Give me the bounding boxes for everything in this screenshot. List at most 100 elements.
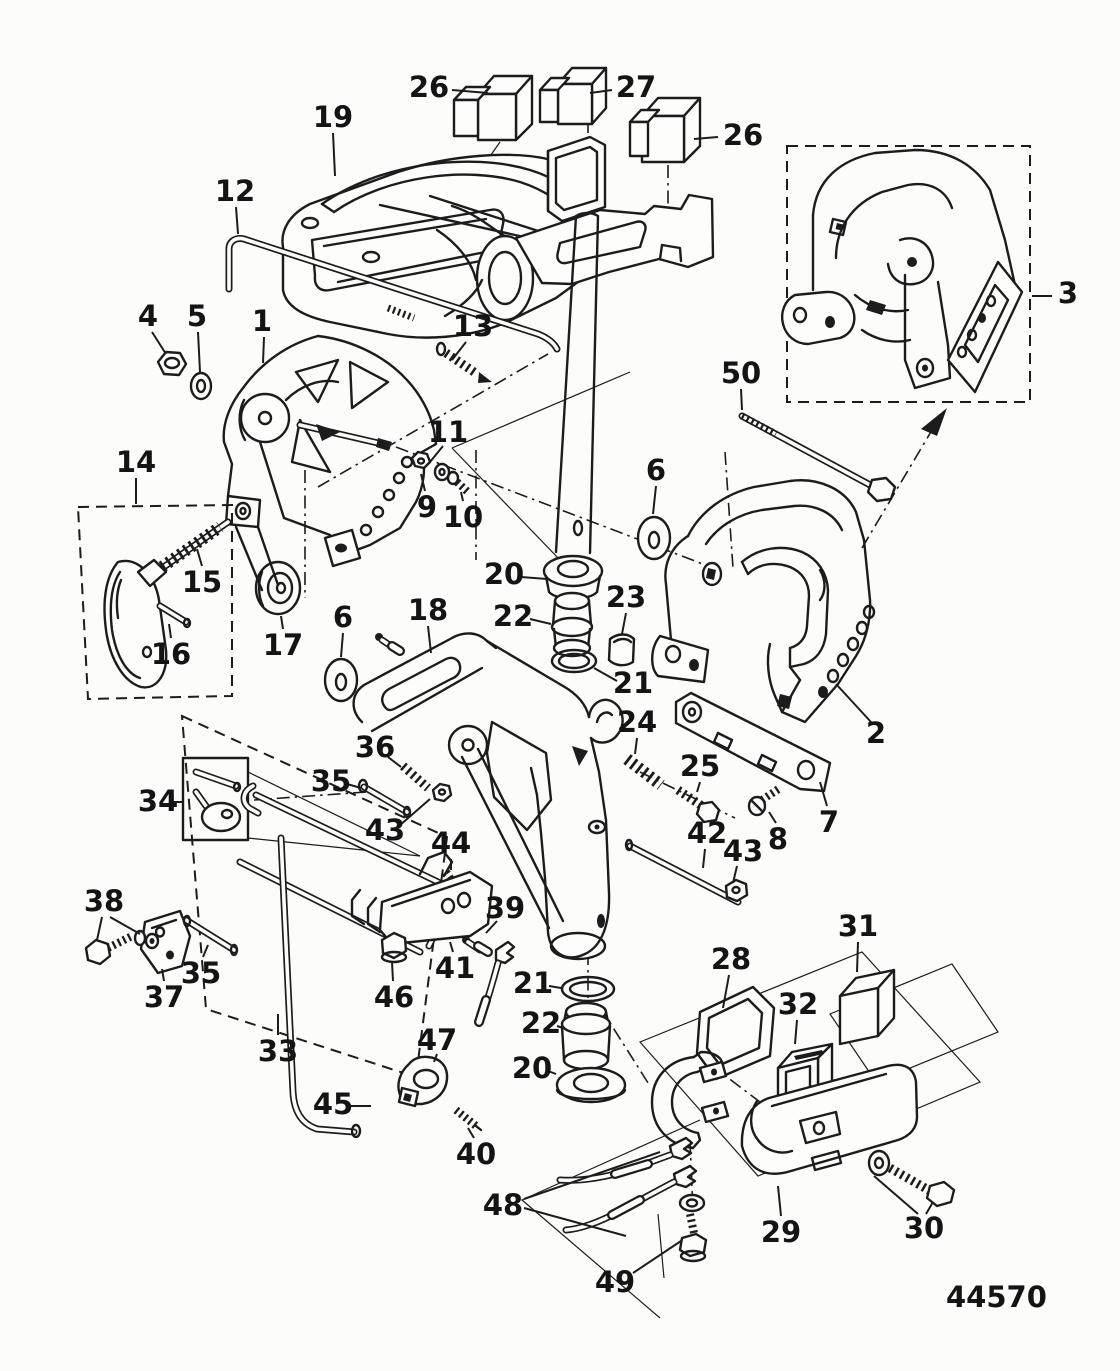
part-oring-21-upper <box>550 648 598 674</box>
callout-leader-13 <box>451 341 467 361</box>
part-nut-46 <box>380 931 408 964</box>
callout-leader-22 <box>556 1025 564 1029</box>
callout-44: 44 <box>431 826 471 860</box>
callout-leader-12 <box>235 206 239 235</box>
callout-12: 12 <box>215 174 255 208</box>
callout-leader-18 <box>427 625 432 654</box>
part-oring-21-lower <box>560 975 616 1003</box>
callout-leader-41 <box>449 941 454 953</box>
callout-22: 22 <box>493 599 533 633</box>
callout-9: 9 <box>417 490 437 524</box>
drawing-number: 44570 <box>946 1280 1047 1314</box>
callout-leader-22 <box>529 618 552 625</box>
callout-leader-2 <box>835 683 872 723</box>
part-anode-ring-47 <box>397 1055 449 1108</box>
callout-29: 29 <box>761 1215 801 1249</box>
part-bushing-22-upper <box>550 591 594 658</box>
callout-leader-30 <box>873 1175 919 1215</box>
part-screw-8 <box>747 784 783 817</box>
part-rod-42 <box>624 838 742 906</box>
callout-15: 15 <box>182 565 222 599</box>
callout-leader-21 <box>548 985 562 989</box>
callout-leader-36 <box>387 756 402 768</box>
callout-25: 25 <box>680 749 720 783</box>
part-bracket-37 <box>139 909 192 975</box>
callout-14: 14 <box>116 445 156 479</box>
part-plate-7 <box>674 691 832 793</box>
callout-31: 31 <box>838 909 878 943</box>
callout-45: 45 <box>313 1087 353 1121</box>
callout-38: 38 <box>84 884 124 918</box>
part-steering-tube <box>554 211 600 555</box>
part-washer-6-right <box>636 515 672 561</box>
part-disc-17 <box>254 560 302 616</box>
callout-13: 13 <box>453 309 493 343</box>
callout-26: 26 <box>409 70 449 104</box>
callout-43: 43 <box>365 813 405 847</box>
callout-leader-40 <box>467 1127 475 1139</box>
callout-leader-19 <box>332 132 336 177</box>
callout-leader-15 <box>196 548 203 567</box>
callout-7: 7 <box>819 805 839 839</box>
callout-leader-39 <box>485 920 498 934</box>
callout-4: 4 <box>138 299 158 333</box>
callout-leader-35 <box>346 783 362 789</box>
part-mount-cubes-26-27 <box>452 66 702 164</box>
callout-leader-49 <box>632 1240 682 1274</box>
part-ground-wires-48 <box>556 1136 698 1234</box>
part-pin-35-upper <box>357 778 412 819</box>
callout-40: 40 <box>456 1137 496 1171</box>
part-spring-36 <box>400 762 431 792</box>
callout-leader-25 <box>696 781 701 793</box>
callout-leader-1 <box>262 336 265 364</box>
callout-27: 27 <box>616 70 656 104</box>
part-fasteners-9-10-11 <box>410 450 472 496</box>
part-ground-wire-upper <box>474 940 516 1027</box>
part-nut-4 <box>156 350 188 377</box>
callout-leader-28 <box>722 974 730 1009</box>
callout-30: 30 <box>904 1211 944 1245</box>
callout-48: 48 <box>483 1188 523 1222</box>
callout-35: 35 <box>181 956 221 990</box>
part-cover-casting-19 <box>281 135 715 339</box>
callout-11: 11 <box>428 415 468 449</box>
part-bolt-30 <box>867 1149 956 1208</box>
callout-41: 41 <box>435 951 475 985</box>
callout-6: 6 <box>646 453 666 487</box>
callout-36: 36 <box>355 730 395 764</box>
callout-leader-48 <box>523 1151 661 1200</box>
callout-leader-37 <box>161 968 165 982</box>
callout-47: 47 <box>417 1023 457 1057</box>
callout-leader-35 <box>202 944 209 958</box>
callout-19: 19 <box>313 100 353 134</box>
detail-box-34 <box>181 756 250 842</box>
part-washer-6-left <box>323 657 359 703</box>
callout-3: 3 <box>1058 276 1078 310</box>
callout-leader-4 <box>151 331 167 355</box>
callout-leader-43 <box>398 798 431 827</box>
callout-leader-50 <box>740 388 743 411</box>
part-screw-25 <box>675 786 721 824</box>
part-cube-31 <box>838 968 896 1046</box>
callout-leader-8 <box>768 811 777 824</box>
callout-leader-23 <box>621 612 627 635</box>
callout-leader-47 <box>433 1053 438 1063</box>
part-tilt-tube-13 <box>435 341 492 383</box>
callout-leader-20 <box>520 576 548 580</box>
callout-43: 43 <box>723 834 763 868</box>
callout-18: 18 <box>408 593 448 627</box>
detail-box-14 <box>76 503 233 701</box>
callout-leader-5 <box>197 331 201 373</box>
callout-23: 23 <box>606 580 646 614</box>
callout-leader-26 <box>693 136 719 140</box>
callout-42: 42 <box>687 816 727 850</box>
callout-21: 21 <box>613 666 653 700</box>
part-bracket-41 <box>350 850 494 946</box>
callout-21: 21 <box>513 966 553 1000</box>
callout-leader-24 <box>634 737 638 755</box>
callout-1: 1 <box>252 304 272 338</box>
callout-46: 46 <box>374 980 414 1014</box>
